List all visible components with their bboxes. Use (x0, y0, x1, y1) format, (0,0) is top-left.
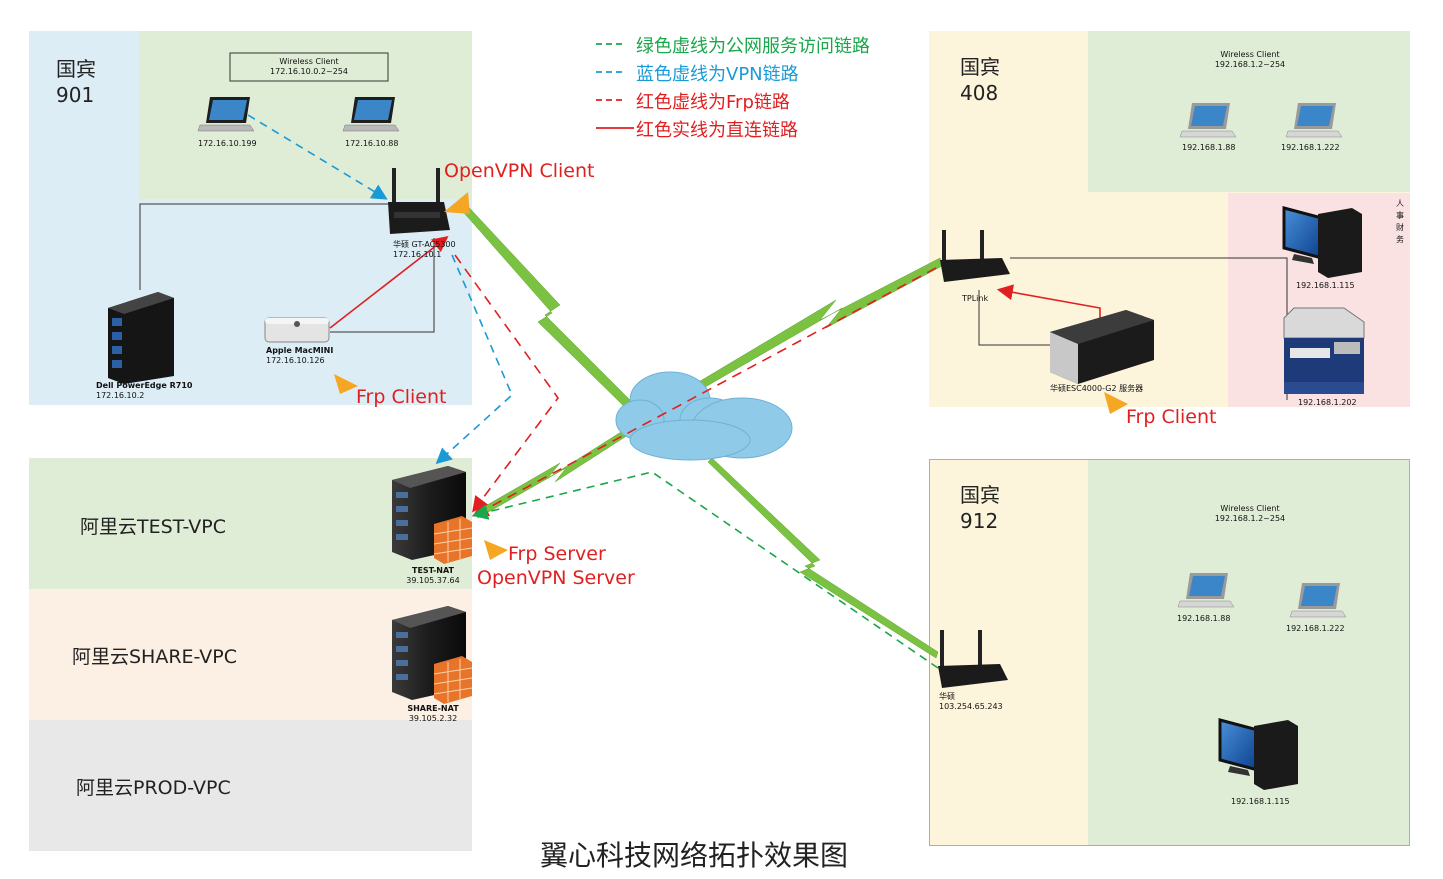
laptop-icon (197, 97, 255, 132)
frp-links (454, 254, 937, 517)
wireless-client-912: Wireless Client 192.168.1.2~254 (1214, 504, 1286, 523)
frp-server-label: Frp Server (508, 543, 606, 565)
zone-prod-vpc (29, 720, 472, 851)
legend-red-dashed: 红色虚线为Frp链路 (636, 92, 790, 113)
room-901-label: 国宾 901 (56, 57, 96, 107)
finance-dept-label: 人 事 财 务 (1396, 199, 1404, 244)
wireless-client-408: Wireless Client 192.168.1.2~254 (1214, 50, 1286, 69)
desktop-pc-icon (1218, 718, 1298, 790)
test-nat-label: TEST-NAT 39.105.37.64 (406, 566, 460, 585)
share-vpc-label: 阿里云SHARE-VPC (72, 646, 238, 668)
openvpn-client-label: OpenVPN Client (444, 160, 595, 182)
openvpn-server-label: OpenVPN Server (477, 567, 635, 589)
zone-408-wireless (1088, 31, 1410, 192)
laptop-ip: 172.16.10.199 (198, 139, 257, 148)
laptop-ip: 192.168.1.88 (1182, 143, 1236, 152)
pc-408-ip: 192.168.1.115 (1296, 281, 1355, 290)
desktop-server-icon (1050, 310, 1154, 384)
firewall-icon (433, 516, 473, 564)
printer-icon (1283, 307, 1365, 394)
mac-901-label: Apple MacMINI 172.16.10.126 (266, 346, 334, 365)
server-icon (108, 292, 174, 384)
router-icon (938, 630, 1008, 688)
legend-green: 绿色虚线为公网服务访问链路 (636, 36, 870, 57)
frp-client-901-label: Frp Client (356, 386, 447, 408)
router-408-label: TPLink (962, 294, 989, 303)
laptop-icon (1289, 583, 1347, 618)
laptop-icon (1285, 103, 1343, 138)
room-408-label: 国宾 408 (960, 55, 1000, 105)
prod-vpc-label: 阿里云PROD-VPC (76, 777, 231, 799)
laptop-ip: 192.168.1.222 (1281, 143, 1340, 152)
laptop-icon (342, 97, 400, 132)
mac-mini-icon (264, 317, 330, 343)
diagram-title: 翼心科技网络拓扑效果图 (540, 839, 849, 872)
laptop-icon (1179, 103, 1237, 138)
desktop-pc-icon (1282, 206, 1362, 278)
router-icon (940, 230, 1010, 282)
room-912-label: 国宾 912 (960, 483, 1000, 533)
laptop-ip: 172.16.10.88 (345, 139, 399, 148)
firewall-icon (433, 656, 473, 704)
pc-912-ip: 192.168.1.115 (1231, 797, 1290, 806)
laptop-ip: 192.168.1.88 (1177, 614, 1231, 623)
zone-901-wireless (139, 31, 472, 199)
zone-912-wireless (1088, 460, 1409, 845)
server-901-label: Dell PowerEdge R710 172.16.10.2 (96, 381, 193, 400)
printer-408-ip: 192.168.1.202 (1298, 398, 1357, 407)
legend-markers (596, 43, 634, 129)
wireless-client-901: Wireless Client 172.16.10.0.2~254 (270, 57, 348, 76)
router-901-label: 华硕 GT-AC5300 172.16.10.1 (393, 240, 456, 259)
laptop-ip: 192.168.1.222 (1286, 624, 1345, 633)
laptop-icon (1177, 573, 1235, 608)
router-icon (388, 168, 450, 234)
vpn-links (247, 114, 513, 465)
share-nat-label: SHARE-NAT 39.105.2.32 (407, 704, 459, 723)
server-408-label: 华硕ESC4000-G2 服务器 (1050, 384, 1144, 393)
public-links (471, 471, 939, 669)
wired-links (139, 203, 1288, 400)
test-vpc-label: 阿里云TEST-VPC (80, 516, 226, 538)
orange-markers (334, 192, 1128, 560)
frp-client-408-label: Frp Client (1126, 406, 1217, 428)
router-912-label: 华硕 103.254.65.243 (939, 692, 1003, 711)
legend-red-solid: 红色实线为直连链路 (636, 120, 798, 141)
wireless-box-901 (229, 52, 389, 82)
cloud-icon (615, 371, 793, 461)
legend-blue: 蓝色虚线为VPN链路 (636, 64, 799, 85)
